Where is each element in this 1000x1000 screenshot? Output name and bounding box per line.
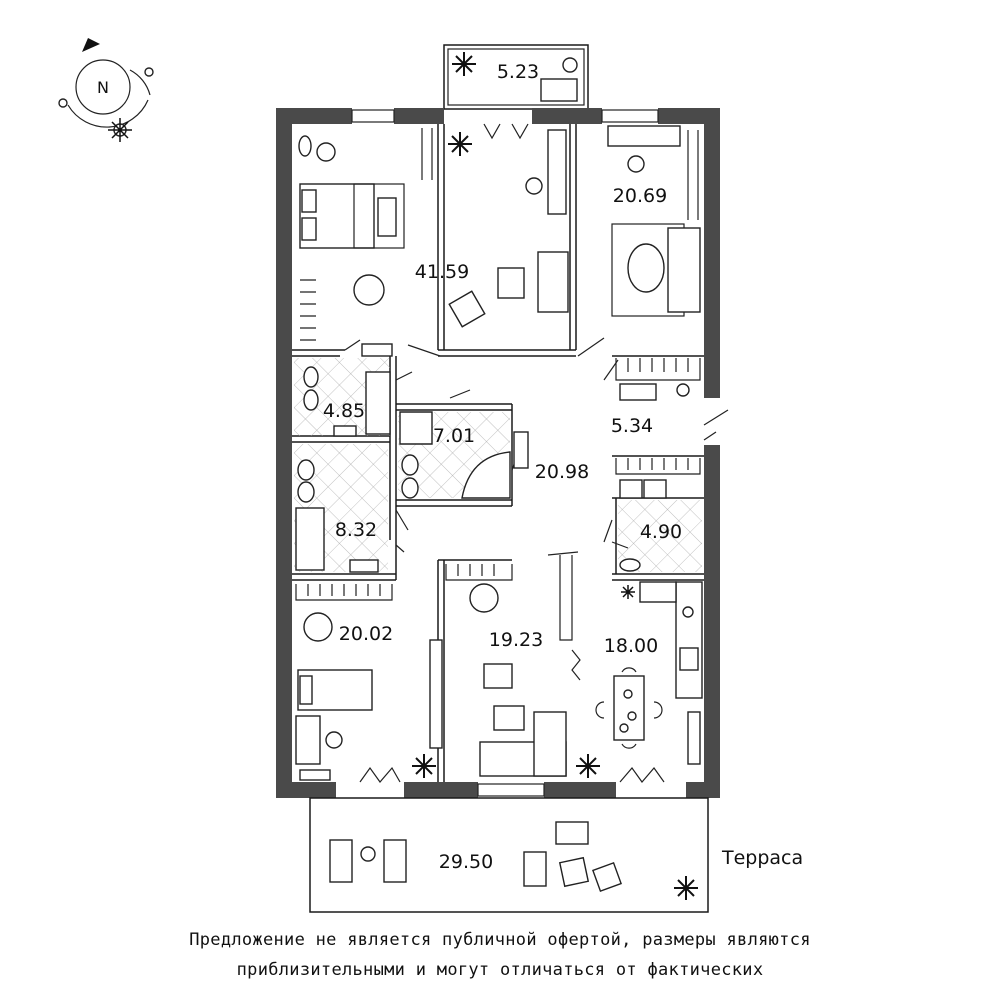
bidet [401, 477, 419, 499]
toilet [297, 459, 315, 481]
desk [295, 715, 321, 765]
compass: N [58, 38, 154, 142]
balcony-table [562, 57, 578, 73]
plant-icon [674, 876, 698, 900]
master-bedroom-furniture [298, 128, 433, 341]
terrace-sofa [555, 821, 589, 845]
area-label-bedroom-left: 20.02 [339, 623, 393, 645]
area-label-laundry: 4.90 [640, 521, 682, 543]
study-chair [627, 155, 645, 173]
desk-chair [525, 177, 543, 195]
study-furniture [607, 125, 701, 401]
area-label-living-room: 19.23 [489, 629, 543, 651]
wardrobe-left [300, 279, 316, 341]
ottoman [497, 267, 525, 299]
bathtub [295, 507, 325, 571]
corner-bath [461, 451, 511, 499]
wardrobe [295, 584, 393, 601]
toilet [401, 454, 419, 476]
balcony [443, 44, 589, 110]
area-label-bathroom-tub: 8.32 [335, 519, 377, 541]
bidet [297, 481, 315, 503]
sofa-small [537, 251, 569, 313]
central-room-furniture [448, 129, 569, 328]
dining-table [613, 675, 645, 741]
living-room-furniture [429, 564, 600, 778]
lounge-chair [448, 290, 486, 328]
disclaimer-line-2: приблизительными и могут отличаться от ф… [236, 960, 764, 980]
armchair [469, 583, 499, 613]
plant-icon [576, 754, 600, 778]
bathtub [365, 371, 391, 435]
bathroom-8-32 [294, 444, 388, 573]
laundry-4-90 [615, 458, 702, 572]
bidet [303, 389, 319, 411]
desk [547, 129, 567, 215]
exterior-walls [276, 108, 720, 798]
chair [325, 731, 343, 749]
snowflake-icon [621, 585, 635, 599]
area-label-hall-right: 5.34 [611, 415, 653, 437]
terrace-table [558, 856, 590, 888]
shower-tray [399, 411, 433, 445]
plant-icon [412, 754, 436, 778]
kitchen-counter [675, 581, 703, 699]
dryer [643, 479, 667, 499]
area-label-balcony: 5.23 [497, 61, 539, 83]
bench [377, 197, 397, 237]
coffee-table [493, 705, 525, 731]
balcony-chair [540, 78, 578, 102]
bathroom-7-01 [398, 411, 529, 499]
area-label-study: 20.69 [613, 185, 667, 207]
tv-unit [429, 639, 443, 749]
closet-shelf [615, 358, 701, 381]
terrace-name-label: Терраса [721, 847, 803, 869]
study-desk [607, 125, 681, 147]
sink [639, 581, 677, 603]
plant-icon [452, 52, 476, 76]
vanity-sink [298, 135, 312, 157]
ottoman [483, 663, 513, 689]
sun-icon [108, 118, 132, 142]
coffee-table [627, 243, 665, 293]
area-label-kitchen: 18.00 [604, 635, 658, 657]
bedroom-left-furniture [295, 584, 436, 781]
plant-icon [448, 132, 472, 156]
room-labels: 5.23 41.59 20.69 4.85 7.01 5.34 20.98 8.… [323, 61, 803, 873]
sun-lounger [329, 839, 353, 883]
sun-path-arc [67, 99, 149, 128]
sunset-dot-icon [58, 98, 68, 108]
area-label-bathroom-corner: 7.01 [433, 425, 475, 447]
toilet [303, 366, 319, 388]
area-label-bathroom-small: 4.85 [323, 400, 365, 422]
study-sofa [667, 227, 701, 313]
area-label-hallway: 20.98 [535, 461, 589, 483]
sunrise-dot-icon [144, 67, 154, 77]
area-label-terrace: 29.50 [439, 851, 493, 873]
compass-north-label: N [97, 78, 109, 97]
armchair [303, 612, 333, 642]
doors [344, 123, 729, 783]
north-arrow-icon [82, 38, 100, 52]
terrace-chair [523, 851, 547, 887]
kitchen-furniture [595, 581, 703, 765]
sun-lounger [383, 839, 407, 883]
terrace [309, 797, 709, 913]
stove-icon [679, 647, 699, 671]
compass-circle [75, 59, 131, 115]
armchair [353, 274, 385, 306]
area-label-bedroom-master: 41.59 [415, 261, 469, 283]
washing-machine [619, 479, 643, 499]
bathroom-4-85 [294, 343, 393, 437]
washbasin [513, 431, 529, 469]
disclaimer-line-1: Предложение не является публичной оферто… [189, 930, 811, 950]
